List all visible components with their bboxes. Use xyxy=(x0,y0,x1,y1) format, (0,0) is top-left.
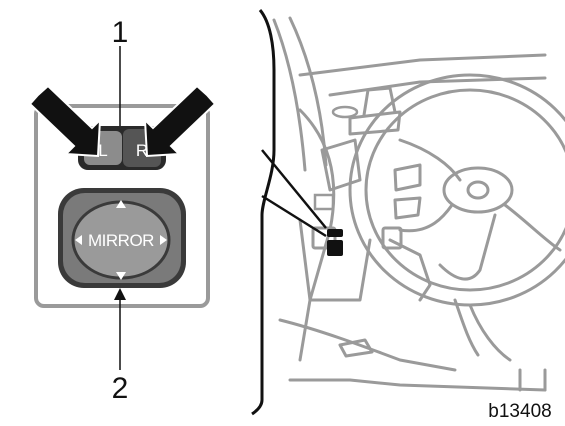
floor-line xyxy=(288,378,547,392)
pedal-lever xyxy=(338,338,374,358)
lighting-switch xyxy=(311,226,337,250)
pad-left-arrow-icon xyxy=(75,235,82,245)
column-lower xyxy=(468,303,512,362)
locator-line-lower xyxy=(261,194,327,238)
right-key-label: R xyxy=(136,141,148,160)
callout-1-label: 1 xyxy=(112,16,129,49)
left-pointer-arrow xyxy=(28,84,102,158)
spoke-bottom xyxy=(438,213,497,281)
callout-2-arrowhead xyxy=(114,288,126,300)
a-pillar-line xyxy=(272,18,307,172)
view-bracket xyxy=(251,9,276,416)
spoke-lower-left xyxy=(398,203,454,233)
steering-emblem xyxy=(466,180,490,200)
dash-vent-top xyxy=(362,86,397,117)
dash-detail-marks xyxy=(313,105,359,211)
pad-up-arrow-icon xyxy=(116,200,126,208)
pad-label: MIRROR xyxy=(88,231,154,250)
dash-knob xyxy=(331,105,359,119)
switch-panel-outline xyxy=(34,104,210,308)
left-key-label: L xyxy=(98,141,107,160)
wheel-switch-lower xyxy=(393,196,422,220)
lower-dash-panel xyxy=(298,218,372,302)
switch-location-marker xyxy=(327,229,343,256)
dash-vent xyxy=(348,110,402,136)
wheel-switch-left xyxy=(393,163,422,192)
callout-2-label: 2 xyxy=(112,372,129,405)
spoke-upper-left xyxy=(398,138,462,182)
column-lower-inner xyxy=(453,298,480,357)
pad-down-arrow-icon xyxy=(116,272,126,280)
figure-id: b13408 xyxy=(488,401,551,422)
mirror-control-pad[interactable]: MIRROR xyxy=(58,188,186,288)
steering-hub xyxy=(442,166,514,214)
location-pad xyxy=(327,240,343,256)
column-stalk xyxy=(388,238,432,302)
pad-right-arrow-icon xyxy=(160,235,167,245)
dash-top-line xyxy=(298,53,547,77)
steering-wheel-inner xyxy=(364,88,565,292)
knee-panel-line xyxy=(278,318,457,372)
mirror-switch-panel xyxy=(34,104,210,308)
dashboard-illustration xyxy=(272,16,565,392)
right-pointer-arrow xyxy=(143,84,217,158)
location-selector xyxy=(327,229,343,237)
dash-small-switch xyxy=(313,193,335,211)
ignition-trim xyxy=(381,226,403,250)
spoke-right xyxy=(503,203,562,252)
side-vent xyxy=(320,138,362,192)
